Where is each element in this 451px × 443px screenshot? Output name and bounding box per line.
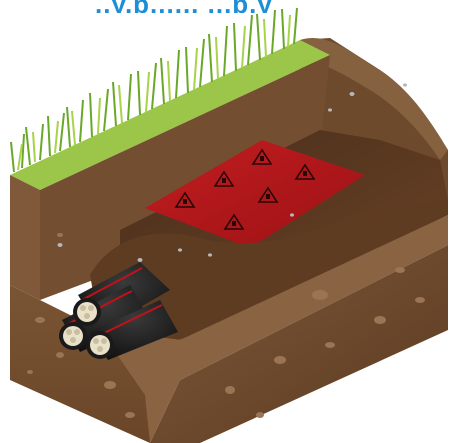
left-soil-wall [10, 175, 40, 300]
